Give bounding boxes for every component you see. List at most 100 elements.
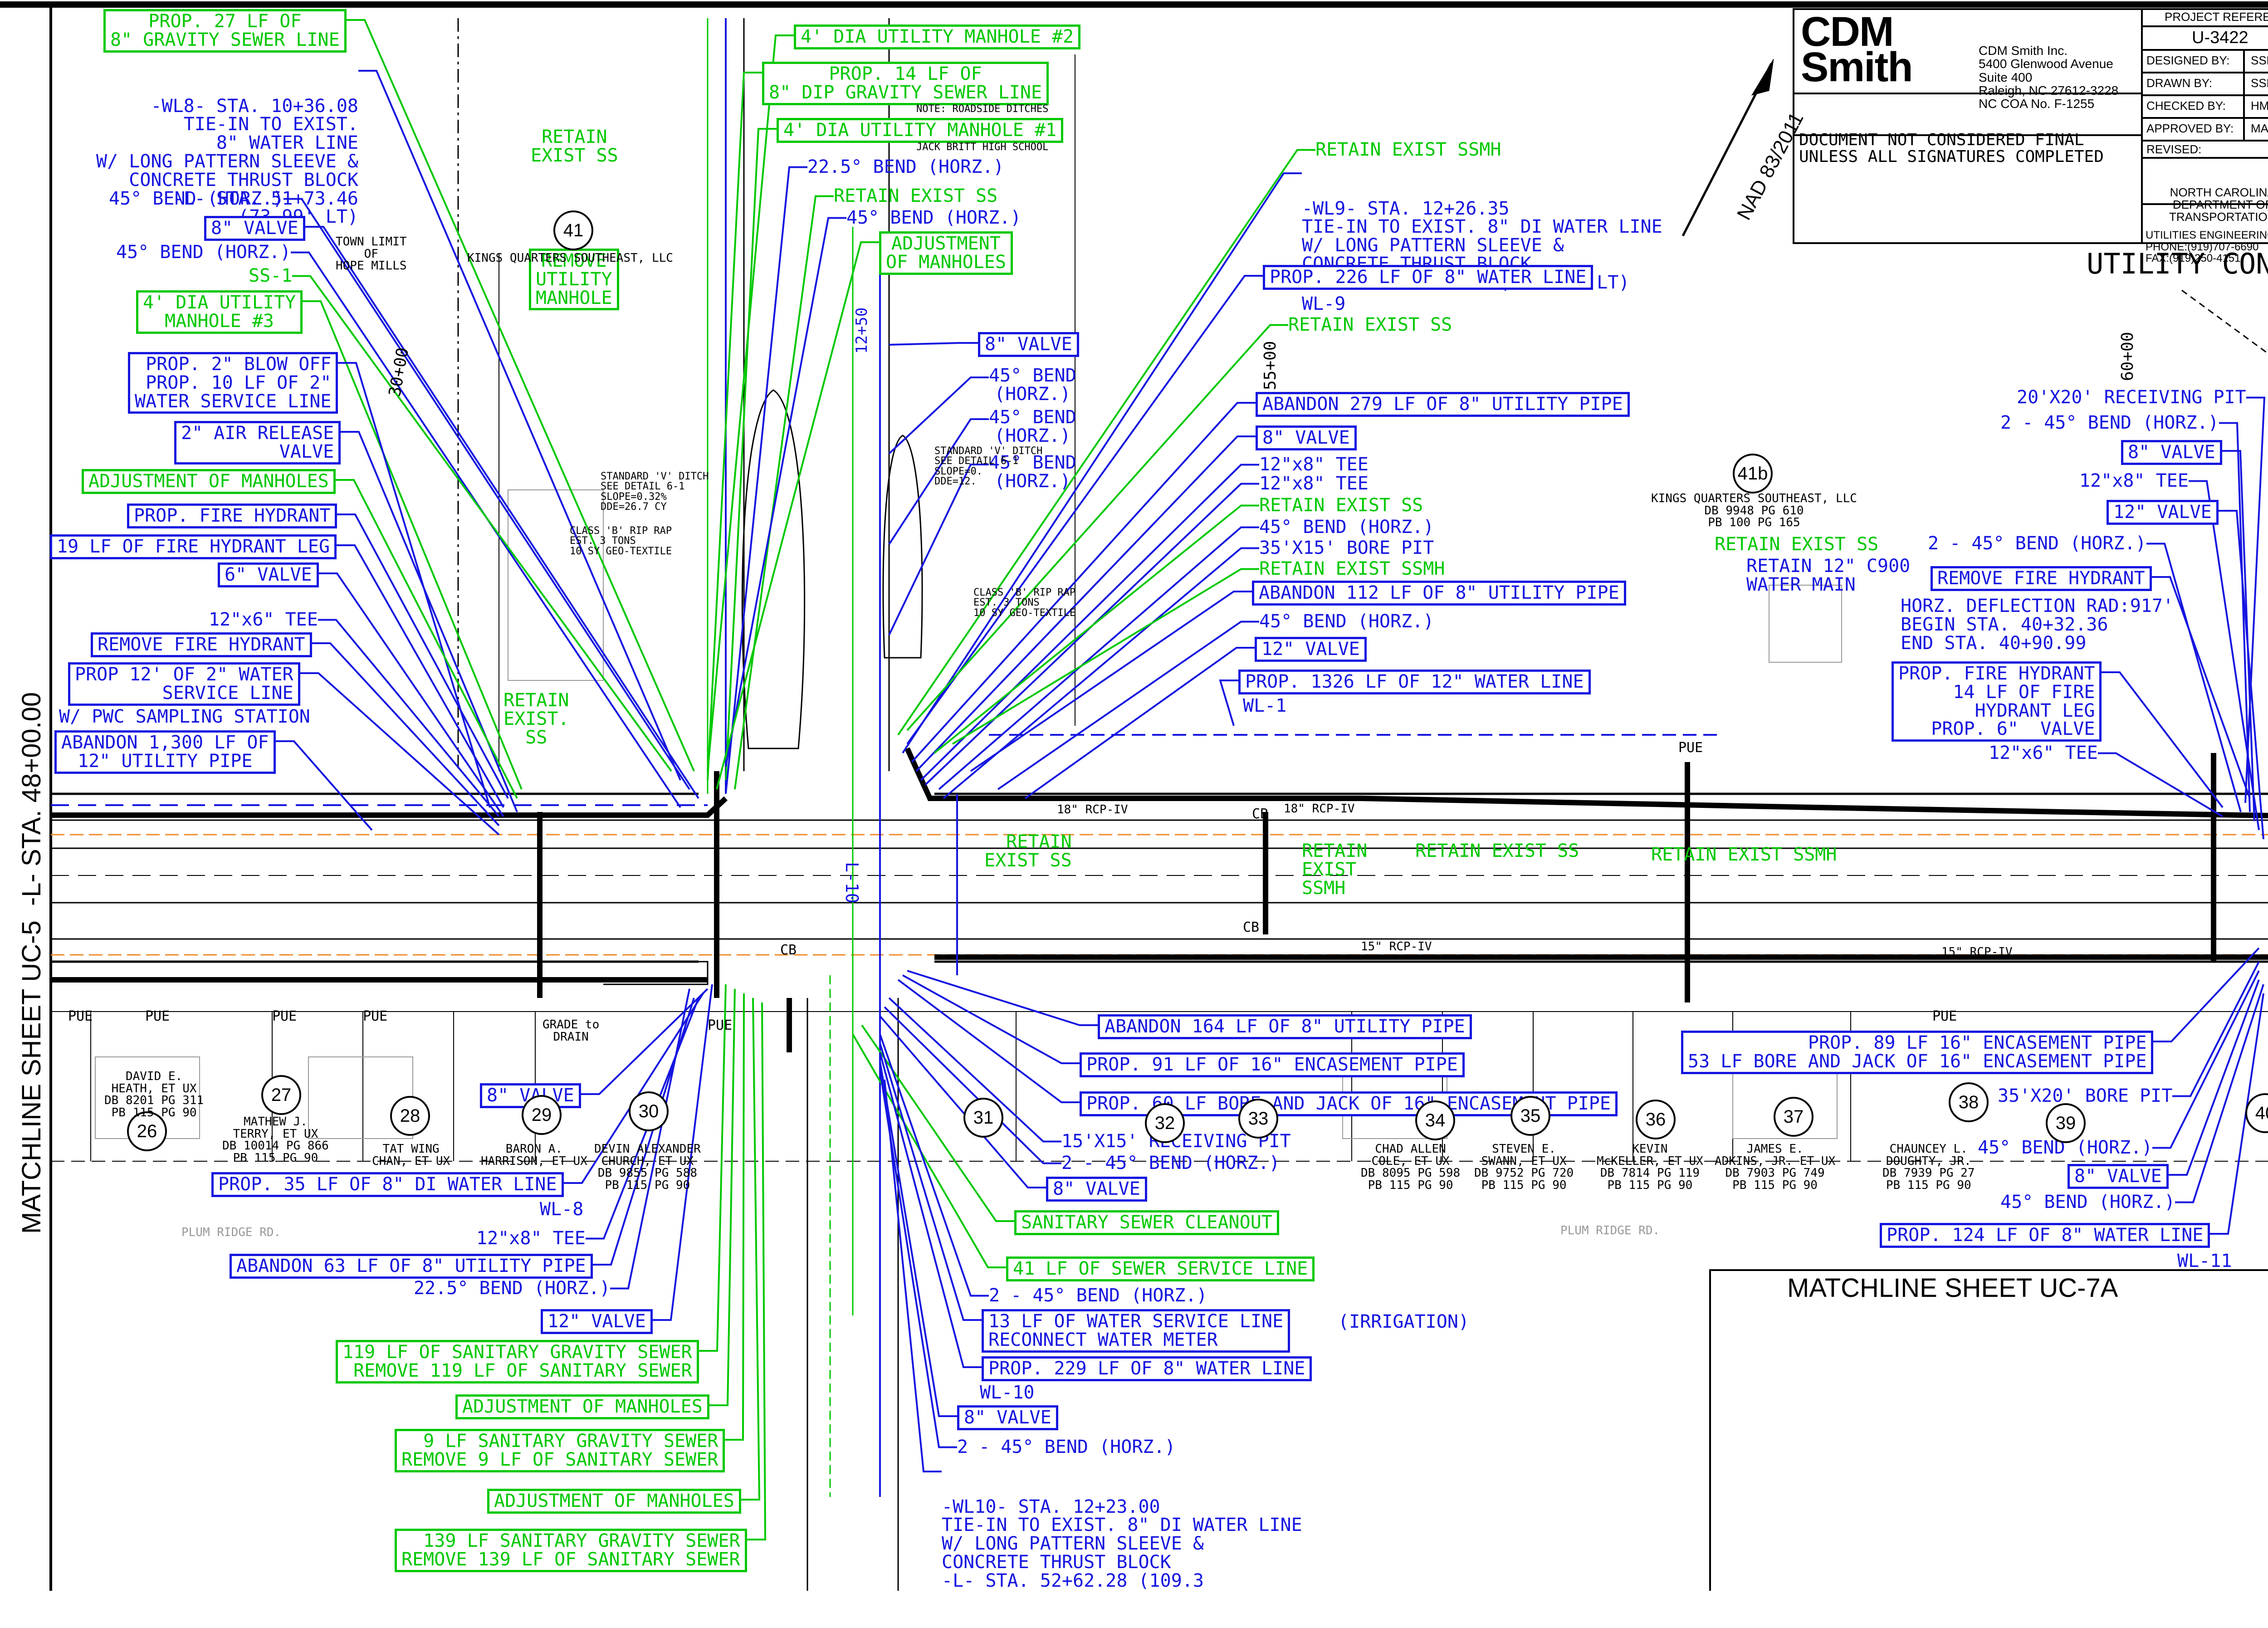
callout-bend45e: 45° BEND(HORZ.) (989, 407, 1076, 446)
checked-by-label: CHECKED BY: (2146, 99, 2226, 112)
leader-line (879, 1070, 957, 1448)
leader-line (586, 997, 699, 1240)
plum-ridge-label-2: PLUM RIDGE RD. (1560, 1224, 1660, 1237)
callout-bend45d: 45° BEND(HORZ.) (989, 365, 1076, 405)
parcel-27: 27 (261, 1075, 301, 1115)
leader-line (725, 217, 846, 767)
callout-irrigation: (IRRIGATION) (1338, 1311, 1469, 1332)
logo-smith: Smith (1801, 44, 1913, 90)
rcp-label-1: 15" RCP-IV (1361, 940, 1432, 953)
leader-line (341, 431, 518, 812)
callout-deflection: HORZ. DEFLECTION RAD:917'BEGIN STA. 40+3… (1901, 596, 2174, 654)
leader-line (305, 226, 699, 799)
callout-wl9label: WL-9 (1302, 293, 1346, 314)
callout-bend45j: 45° BEND (HORZ.) (2000, 1192, 2175, 1212)
leader-line (291, 251, 681, 808)
leader-line (2098, 752, 2224, 817)
callout-retainss2: RETAIN EXIST SS (1288, 314, 1452, 335)
callout-prop124: PROP. 124 LF OF 8" WATER LINE (1880, 1223, 2210, 1248)
leader-line (938, 526, 1259, 790)
leader-line (319, 572, 504, 817)
parcel-39: 39 (2046, 1103, 2086, 1143)
designed-by-label: DESIGNED BY: (2146, 54, 2230, 67)
callout-tee12x6b: 12"x6" TEE (1989, 743, 2098, 763)
project-reference: U-3422 (2192, 28, 2248, 47)
callout-removefh: REMOVE FIRE HYDRANT (91, 632, 312, 657)
callout-valve8e: 8" VALVE (2068, 1164, 2169, 1189)
callout-firehydrant: PROP. FIRE HYDRANT (127, 504, 337, 528)
callout-retainss5: RETAIN EXIST SS (1415, 841, 1579, 861)
leader-line (358, 70, 681, 781)
pue-label-3: PUE (272, 1008, 297, 1024)
rcp-label-4: 18" RCP-IV (1284, 802, 1355, 816)
callout-bend225b: 22.5° BEND (HORZ.) (414, 1278, 611, 1299)
callout-prop229: PROP. 229 LF OF 8" WATER LINE (982, 1356, 1312, 1381)
callout-prop91: PROP. 91 LF OF 16" ENCASEMENT PIPE (1080, 1052, 1465, 1077)
callout-bend2x45b: 2 - 45° BEND (HORZ.) (1928, 533, 2146, 554)
callout-valve12a: 12" VALVE (1255, 637, 1367, 662)
callout-removefh2: REMOVE FIRE HYDRANT (1931, 566, 2152, 591)
station-1250: 12+50 (853, 307, 871, 354)
rcp-label-3: 18" RCP-IV (1057, 803, 1128, 816)
leader-line (2219, 510, 2264, 840)
leader-lines-svg (276, 19, 2266, 1540)
parcel-38: 38 (1949, 1082, 1989, 1122)
callout-retainss4: RETAIN EXIST SS (1715, 534, 1879, 555)
callout-adjmanholes4: ADJUSTMENT OF MANHOLES (487, 1489, 741, 1514)
leader-line (1219, 680, 1238, 726)
callout-fhleg: 19 LF OF FIRE HYDRANT LEG (50, 534, 337, 559)
owner-29: BARON A.HARRISON, ET UX (481, 1142, 587, 1168)
leader-line (2152, 576, 2251, 799)
pue-label-6: PUE (1678, 740, 1703, 756)
leader-line (911, 402, 1256, 763)
leader-line (2222, 450, 2255, 821)
callout-bend45a: 45° BEND (HORZ.) (109, 188, 284, 209)
callout-manhole1: 4' DIA UTILITY MANHOLE #1 (777, 118, 1064, 143)
parcel-41: 41 (553, 210, 593, 250)
leader-line (879, 1034, 989, 1297)
leader-line (725, 993, 745, 1441)
leader-line (920, 464, 1259, 781)
callout-valve12b: 12" VALVE (2107, 500, 2219, 525)
leader-line (734, 195, 834, 790)
callout-bend45c: 45° BEND (HORZ.) (846, 207, 1022, 228)
callout-bend45f: 45° BEND(HORZ.) (989, 452, 1076, 492)
project-reference-label: PROJECT REFERENCE (2165, 10, 2268, 24)
leader-line (902, 172, 1302, 754)
callout-wl10: WL-10 (980, 1382, 1035, 1403)
plan-sheet: CDM Smith CDM Smith Inc.5400 Glenwood Av… (0, 1, 2268, 1591)
leader-line (725, 128, 777, 781)
parcel-26: 26 (127, 1111, 167, 1151)
pue-label-4: PUE (363, 1008, 388, 1024)
callout-valve6: 6" VALVE (218, 562, 319, 587)
leader-line (716, 241, 879, 790)
title-block-grid (1793, 8, 2268, 244)
leader-line (902, 974, 1080, 1064)
leader-line (852, 1033, 1006, 1268)
leader-line (300, 672, 500, 836)
rcp-label-2: 15" RCP-IV (1941, 945, 2013, 959)
leader-line (897, 979, 1080, 1103)
leader-line (2146, 543, 2242, 812)
leader-line (879, 1043, 982, 1321)
parcel-34: 34 (1415, 1100, 1455, 1140)
